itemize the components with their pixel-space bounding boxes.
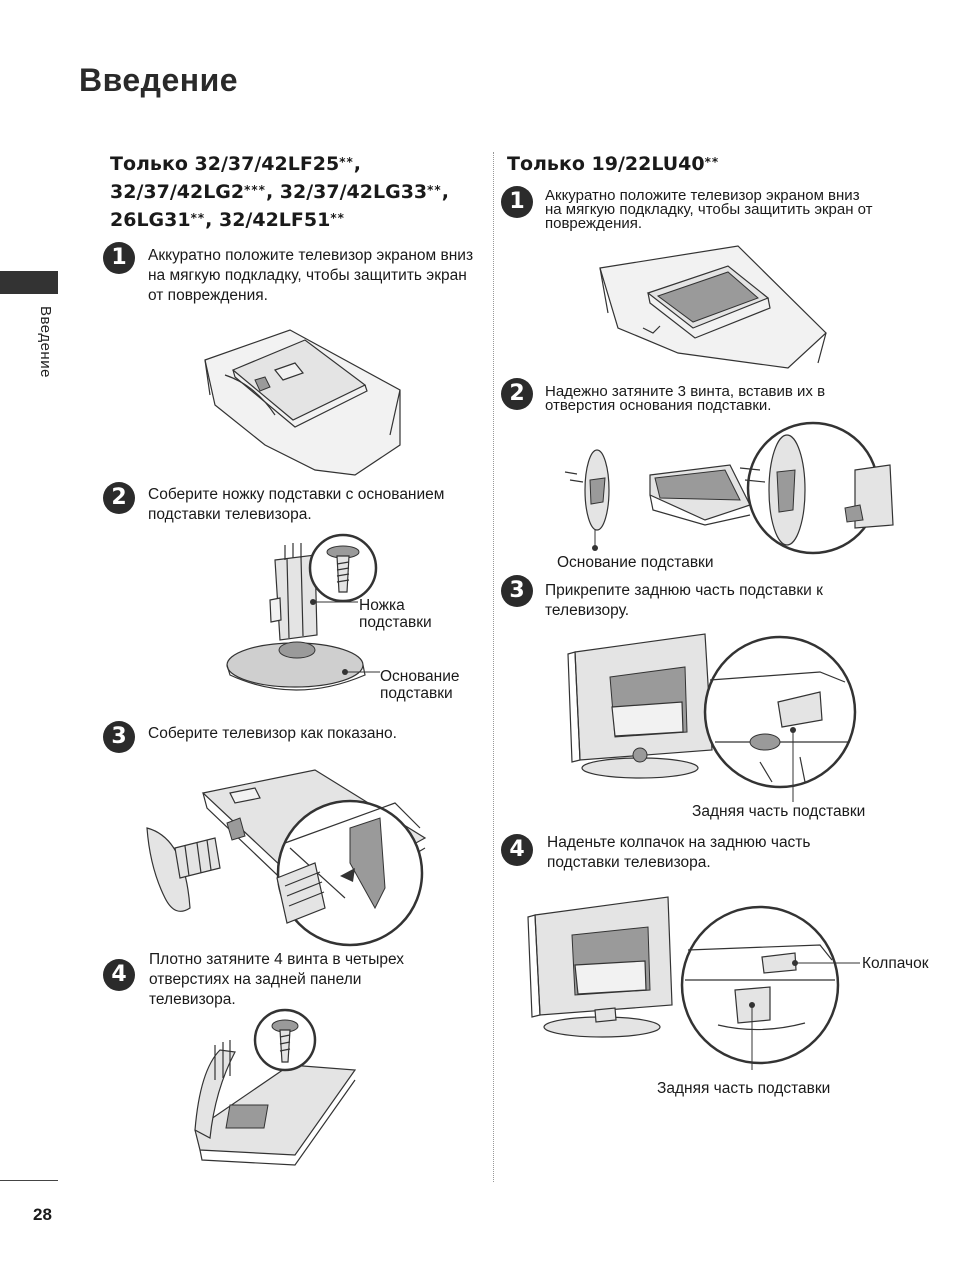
left-step-1-illustration [204, 329, 401, 476]
left-heading-line2a: 32/37/42LG2 [110, 181, 245, 203]
left-heading-line1: Только 32/37/42LF25 [110, 153, 340, 175]
right-step-4-illustration [527, 896, 860, 1070]
right-step-1-text: Аккуратно положите телевизор экраном вни… [545, 187, 873, 232]
label-stand-leg: Ножка подставки [359, 597, 432, 631]
left-step-3-illustration [146, 769, 427, 947]
left-step-2-number: 2 [103, 482, 135, 514]
left-step-1-number: 1 [103, 242, 135, 274]
label-back-stand-2: Задняя часть подставки [657, 1080, 831, 1097]
left-heading: Только 32/37/42LF25**, 32/37/42LG2***, 3… [110, 153, 449, 231]
label-stand-base-right: Основание подставки [557, 554, 714, 571]
left-step-3-text: Соберите телевизор как показано. [148, 725, 397, 742]
left-step-2-illustration [226, 533, 380, 691]
right-step-2-illustration [564, 421, 894, 555]
page-number: 28 [33, 1205, 52, 1224]
left-step-1-text: Аккуратно положите телевизор экраном вни… [148, 247, 474, 304]
label-back-stand-1: Задняя часть подставки [692, 803, 866, 820]
right-step-3-number: 3 [501, 575, 533, 607]
left-heading-line3a: 26LG31 [110, 209, 191, 231]
section-tab-marker [0, 271, 58, 294]
label-cap: Колпачок [862, 955, 929, 972]
right-heading: Только 19/22LU40** [507, 153, 720, 175]
right-step-3-illustration [567, 633, 857, 802]
left-step-4-illustration [194, 1008, 357, 1166]
side-section-label: Введение [37, 306, 54, 378]
page-title: Введение [79, 62, 239, 98]
right-step-1-number: 1 [501, 186, 533, 218]
label-stand-base-left: Основание подставки [380, 668, 460, 702]
left-step-2-text: Соберите ножку подставки с основанием по… [148, 486, 445, 523]
footer-rule [0, 1180, 58, 1181]
right-step-2-text: Надежно затяните 3 винта, вставив их в о… [545, 383, 826, 414]
left-step-3-number: 3 [103, 721, 135, 753]
column-divider [493, 152, 494, 1182]
right-step-4-text: Наденьте колпачок на заднюю часть подста… [547, 834, 811, 871]
right-step-3-text: Прикрепите заднюю часть подставки к теле… [545, 582, 823, 619]
left-step-4-text: Плотно затяните 4 винта в четырех отверс… [149, 951, 405, 1008]
right-step-2-number: 2 [501, 378, 533, 410]
right-step-4-number: 4 [501, 834, 533, 866]
left-step-4-number: 4 [103, 959, 135, 991]
right-step-1-illustration [599, 245, 827, 369]
